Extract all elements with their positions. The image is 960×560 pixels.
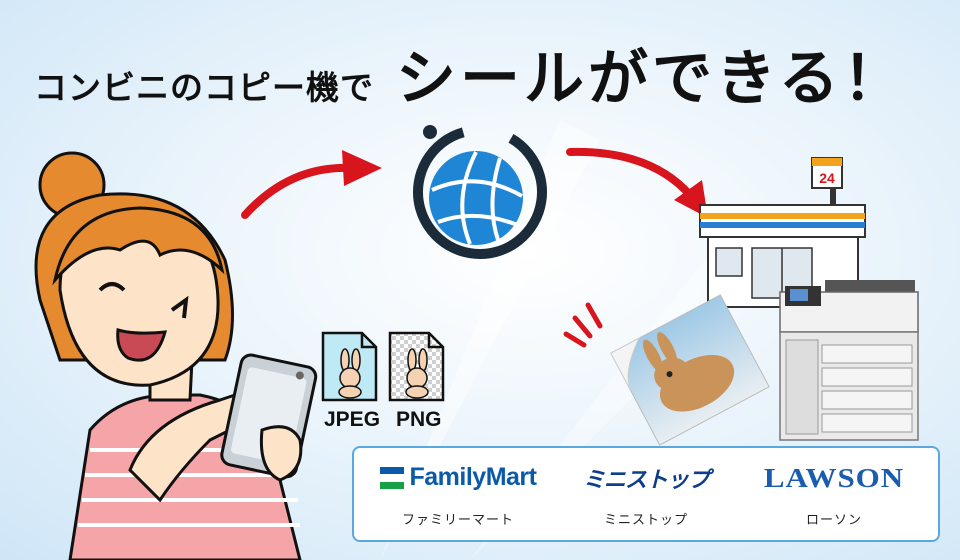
store-familymart: FamilyMart ファミリーマート [368,461,548,528]
familymart-logo-text: FamilyMart [409,463,537,491]
store-name: ファミリーマート [401,512,514,528]
jpeg-file-icon [321,331,378,402]
woman-with-tablet [34,151,318,560]
familymart-stripe-icon [379,466,404,489]
headline-small: コンビニのコピー機で [34,68,374,107]
ministop-logo: ミニストップ [582,461,710,495]
headline: コンビニのコピー機で シールができる！ [34,30,907,117]
store-ministop: ミニストップ ミニストップ [556,461,736,528]
store-sign-number: 24 [819,170,835,186]
store-list: FamilyMart ファミリーマート ミニストップ ミニストップ LAWSON… [352,446,940,542]
jpeg-label: JPEG [324,408,381,431]
rabbit-icon [338,348,362,399]
sticker-photo-icon [563,294,770,446]
copy-machine-icon [779,280,919,441]
globe-icon [413,125,547,259]
familymart-logo: FamilyMart [379,461,537,495]
rabbit-icon [405,348,429,399]
store-name: ミニストップ [603,512,688,528]
png-file-icon [388,331,445,402]
png-label: PNG [396,408,442,431]
lawson-logo-text: LAWSON [763,461,905,493]
headline-big: シールができる！ [396,44,907,114]
red-arrow-icon [241,147,708,219]
store-lawson: LAWSON ローソン [744,461,924,528]
store-name: ローソン [805,512,862,528]
ministop-logo-text: ミニストップ [582,467,710,493]
lawson-logo: LAWSON [764,461,904,495]
